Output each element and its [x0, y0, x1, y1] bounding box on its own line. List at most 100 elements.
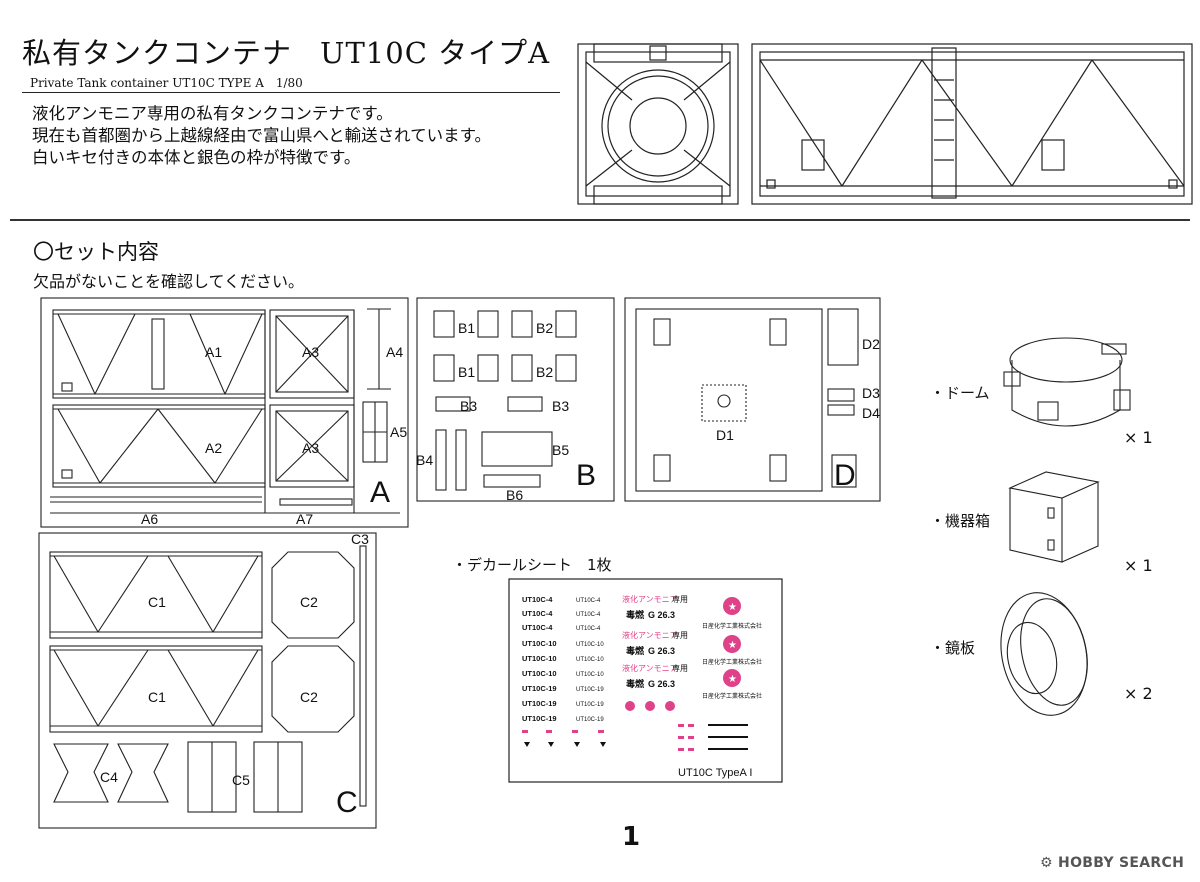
sprue-d-letter: D [834, 459, 856, 492]
label-c4: C4 [100, 769, 118, 785]
decal-hazard-num: G 26.3 [648, 646, 675, 656]
decal-code-mid: UT10C-19 [576, 687, 604, 693]
label-d4: D4 [862, 405, 880, 421]
label-b1: B1 [458, 364, 475, 380]
brand-text: HOBBY SEARCH [1058, 855, 1185, 871]
title-model: UT10C タイプA [320, 36, 551, 70]
label-a2: A2 [205, 440, 222, 456]
sprue-b: B1 B2 B1 B2 B3 B3 B4 B5 B6 B [416, 297, 615, 503]
label-a3: A3 [302, 440, 319, 456]
sprue-c: C1 C1 C2 C2 C3 C4 C5 C [38, 532, 377, 829]
label-a3: A3 [302, 344, 319, 360]
decal-cargo-suffix: 専用 [672, 630, 688, 640]
star-logo-icon: ★ [728, 602, 737, 613]
decal-code-left: UT10C-19 [522, 684, 557, 693]
decal-cargo-group: 液化アンモニア 専用 毒燃 G 26.3 液化アンモニア 専用 毒燃 G 26.… [622, 594, 688, 689]
decal-cargo-label: 液化アンモニア [622, 663, 678, 673]
decal-company: 日産化学工業株式会社 [702, 692, 762, 700]
decal-code-left: UT10C-19 [522, 714, 557, 723]
label-b3: B3 [460, 398, 477, 414]
end-plate-label: ・鏡板 [930, 639, 976, 657]
decal-code-mid: UT10C-4 [576, 598, 601, 604]
decal-hazard-num: G 26.3 [648, 610, 675, 620]
section-divider [10, 219, 1190, 221]
label-a6: A6 [141, 511, 158, 527]
sprue-c-letter: C [336, 786, 358, 819]
decal-hazard: 毒燃 [626, 645, 645, 656]
decal-caption: ・デカールシート 1枚 [452, 556, 612, 574]
star-logo-icon: ★ [728, 640, 737, 651]
label-a1: A1 [205, 344, 222, 360]
label-b1: B1 [458, 320, 475, 336]
decal-sheet: UT10C-4 UT10C-4 UT10C-4 UT10C-10 UT10C-1… [508, 578, 783, 783]
sprue-b-letter: B [576, 459, 596, 492]
title-japanese: 私有タンクコンテナ [22, 36, 293, 70]
decal-hazard: 毒燃 [626, 609, 645, 620]
label-a7: A7 [296, 511, 313, 527]
container-side-view [751, 43, 1193, 205]
decal-hazard: 毒燃 [626, 678, 645, 689]
decal-code-left: UT10C-10 [522, 639, 557, 648]
decal-code-mid: UT10C-10 [576, 672, 604, 678]
decal-company: 日産化学工業株式会社 [702, 658, 762, 666]
label-b2: B2 [536, 364, 553, 380]
decal-code-left: UT10C-4 [522, 595, 553, 604]
sprue-d: D1 D2 D3 D4 D [624, 297, 881, 502]
page-title: 私有タンクコンテナ UT10C タイプA [22, 30, 550, 72]
decal-cargo-label: 液化アンモニア [622, 594, 678, 604]
label-c1: C1 [148, 689, 166, 705]
equipment-box-label: ・機器箱 [930, 512, 991, 530]
label-a5: A5 [390, 424, 407, 440]
star-logo-icon [723, 669, 741, 687]
label-b5: B5 [552, 442, 569, 458]
set-contents-title: 〇セット内容 [33, 240, 159, 264]
label-d3: D3 [862, 385, 880, 401]
sprue-a: A1 A2 A3 A3 A4 A5 A6 A7 A [40, 297, 409, 528]
dome-qty: × 1 [1124, 428, 1153, 447]
decal-code-left: UT10C-10 [522, 654, 557, 663]
label-d1: D1 [716, 427, 734, 443]
title-underline [22, 92, 560, 93]
label-c5: C5 [232, 772, 250, 788]
decal-cargo-label: 液化アンモニア [622, 630, 678, 640]
label-c3: C3 [351, 532, 369, 547]
label-b6: B6 [506, 487, 523, 503]
intro-line: 白いキセ付きの本体と銀色の枠が特徴です。 [32, 148, 361, 167]
page-subtitle: Private Tank container UT10C TYPE A 1/80 [30, 76, 303, 90]
label-b2: B2 [536, 320, 553, 336]
label-b4: B4 [416, 452, 433, 468]
decal-hazard-num: G 26.3 [648, 679, 675, 689]
decal-company: 日産化学工業株式会社 [702, 622, 762, 630]
decal-code-left: UT10C-10 [522, 669, 557, 678]
brand-watermark: ⚙ HOBBY SEARCH [1040, 855, 1184, 871]
label-c2: C2 [300, 689, 318, 705]
star-logo-icon [723, 597, 741, 615]
decal-code-left: UT10C-4 [522, 623, 553, 632]
decal-code-mid: UT10C-19 [576, 717, 604, 723]
equipment-box-drawing [1008, 471, 1100, 563]
container-end-view [577, 43, 739, 205]
label-d2: D2 [862, 336, 880, 352]
container-illustration [577, 43, 1193, 205]
label-c2: C2 [300, 594, 318, 610]
intro-text: 液化アンモニア専用の私有タンクコンテナです。 現在も首都圏から上越線経由で富山県… [32, 103, 572, 169]
equipment-box-qty: × 1 [1124, 556, 1153, 575]
decal-code-mid: UT10C-4 [576, 612, 601, 618]
decal-code-left: UT10C-4 [522, 609, 553, 618]
decal-code-mid: UT10C-10 [576, 642, 604, 648]
star-logo-icon: ★ [728, 674, 737, 685]
decal-code-mid: UT10C-4 [576, 626, 601, 632]
label-c1: C1 [148, 594, 166, 610]
sprue-a-letter: A [370, 476, 390, 509]
decal-code-left: UT10C-19 [522, 699, 557, 708]
decal-cargo-suffix: 専用 [672, 594, 688, 604]
label-a4: A4 [386, 344, 403, 360]
intro-line: 液化アンモニア専用の私有タンクコンテナです。 [32, 104, 393, 123]
decal-code-mid: UT10C-10 [576, 657, 604, 663]
decal-sheet-id: UT10C TypeA I [678, 767, 752, 779]
decal-company-marks: ★ 日産化学工業株式会社 ★ 日産化学工業株式会社 ★ 日産化学工業株式会社 [625, 597, 762, 711]
gear-icon: ⚙ [1040, 855, 1053, 871]
intro-line: 現在も首都圏から上越線経由で富山県へと輸送されています。 [32, 126, 492, 145]
decal-code-mid: UT10C-19 [576, 702, 604, 708]
end-plate-drawing [1000, 592, 1088, 716]
